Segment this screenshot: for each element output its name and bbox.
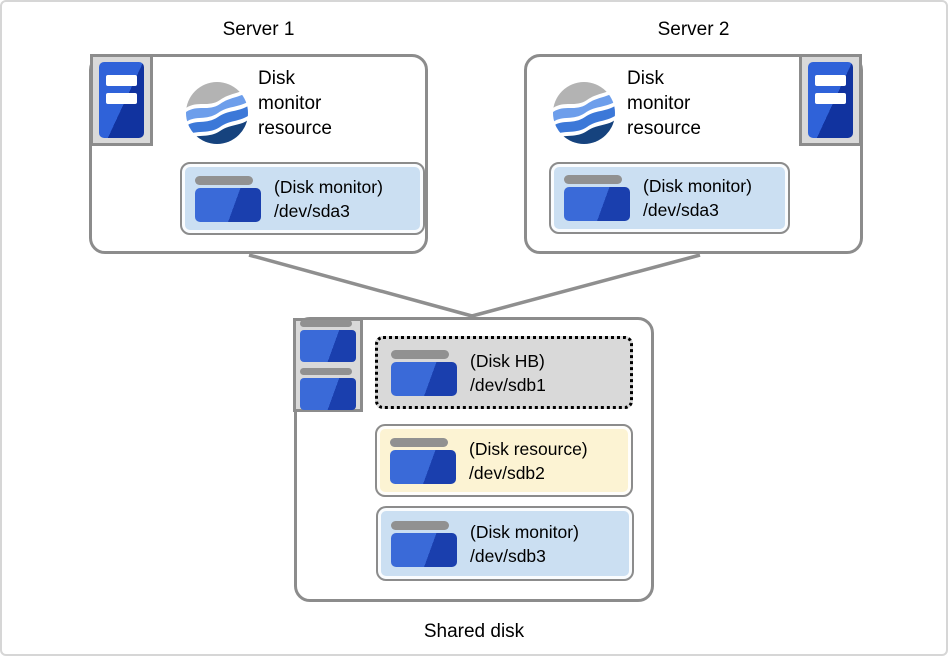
server2-partition-text: (Disk monitor) /dev/sda3 bbox=[643, 174, 752, 222]
server2-title: Server 2 bbox=[657, 19, 730, 40]
disk-unit-icon bbox=[300, 368, 356, 410]
disk-monitor-resource-icon bbox=[553, 82, 615, 144]
server2-partition: (Disk monitor) /dev/sda3 bbox=[549, 162, 790, 234]
tower-slot bbox=[815, 93, 846, 104]
server2-tower-icon bbox=[799, 54, 862, 146]
server1-partition-text: (Disk monitor) /dev/sda3 bbox=[274, 175, 383, 223]
shared-partition-disk-resource: (Disk resource) /dev/sdb2 bbox=[375, 424, 633, 497]
server1-resource-label: Disk monitor resource bbox=[258, 68, 332, 139]
tower-slot bbox=[106, 75, 137, 86]
partition-text: (Disk monitor) /dev/sdb3 bbox=[470, 520, 579, 568]
partition-name: (Disk HB) bbox=[470, 350, 545, 371]
server1-tower-icon bbox=[90, 54, 153, 146]
partition-device: /dev/sda3 bbox=[643, 200, 719, 220]
disk-partition-icon bbox=[391, 520, 457, 567]
partition-text: (Disk resource) /dev/sdb2 bbox=[469, 437, 588, 485]
partition-device: /dev/sdb1 bbox=[470, 374, 546, 395]
partition-name: (Disk resource) bbox=[469, 438, 588, 459]
disk-partition-icon bbox=[195, 175, 261, 222]
server1-title: Server 1 bbox=[222, 19, 295, 40]
partition-name: (Disk monitor) bbox=[643, 176, 752, 196]
shared-partition-disk-hb: (Disk HB) /dev/sdb1 bbox=[375, 336, 633, 409]
disk-monitor-resource-icon bbox=[186, 82, 248, 144]
tower-body bbox=[808, 62, 853, 138]
partition-name: (Disk monitor) bbox=[274, 176, 383, 197]
disk-unit-icon bbox=[300, 320, 356, 362]
disk-partition-icon bbox=[391, 349, 457, 396]
server2-resource-label: Disk monitor resource bbox=[627, 68, 701, 139]
partition-device: /dev/sdb2 bbox=[469, 462, 545, 483]
tower-slot bbox=[106, 93, 137, 104]
partition-text: (Disk HB) /dev/sdb1 bbox=[470, 349, 546, 397]
disk-partition-icon bbox=[390, 437, 456, 484]
server1-partition: (Disk monitor) /dev/sda3 bbox=[180, 162, 425, 235]
shared-partition-disk-monitor: (Disk monitor) /dev/sdb3 bbox=[376, 506, 634, 581]
disk-partition-icon bbox=[564, 175, 630, 221]
partition-device: /dev/sda3 bbox=[274, 200, 350, 221]
partition-device: /dev/sdb3 bbox=[470, 545, 546, 566]
shared-disk-stack-icon bbox=[293, 318, 363, 412]
shared-disk-label: Shared disk bbox=[423, 621, 525, 642]
tower-body bbox=[99, 62, 144, 138]
partition-name: (Disk monitor) bbox=[470, 521, 579, 542]
tower-slot bbox=[815, 75, 846, 86]
